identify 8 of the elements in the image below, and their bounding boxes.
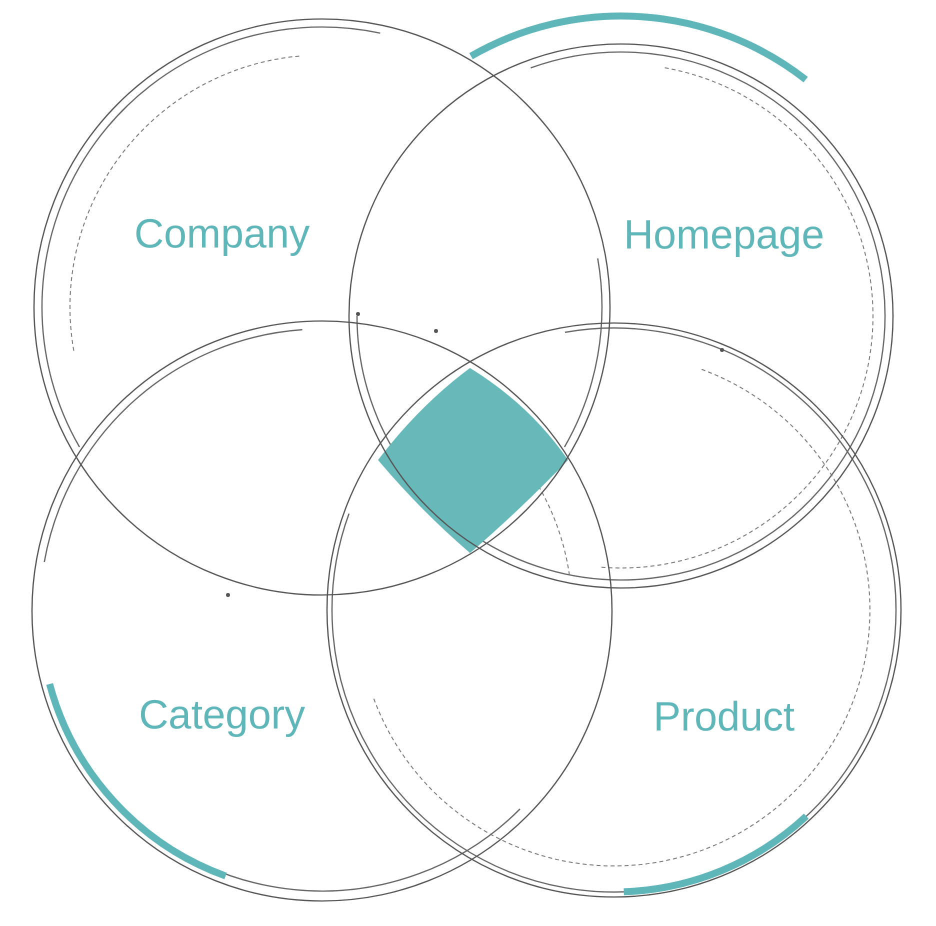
circle-label: Homepage <box>624 212 824 258</box>
venn-circle <box>31 320 613 902</box>
venn-circle <box>326 322 902 898</box>
venn-circle <box>348 43 894 589</box>
circle-label: Product <box>653 694 795 740</box>
circle-label: Company <box>134 210 310 258</box>
venn-circle <box>33 18 611 596</box>
circle-label: Category <box>138 692 306 738</box>
